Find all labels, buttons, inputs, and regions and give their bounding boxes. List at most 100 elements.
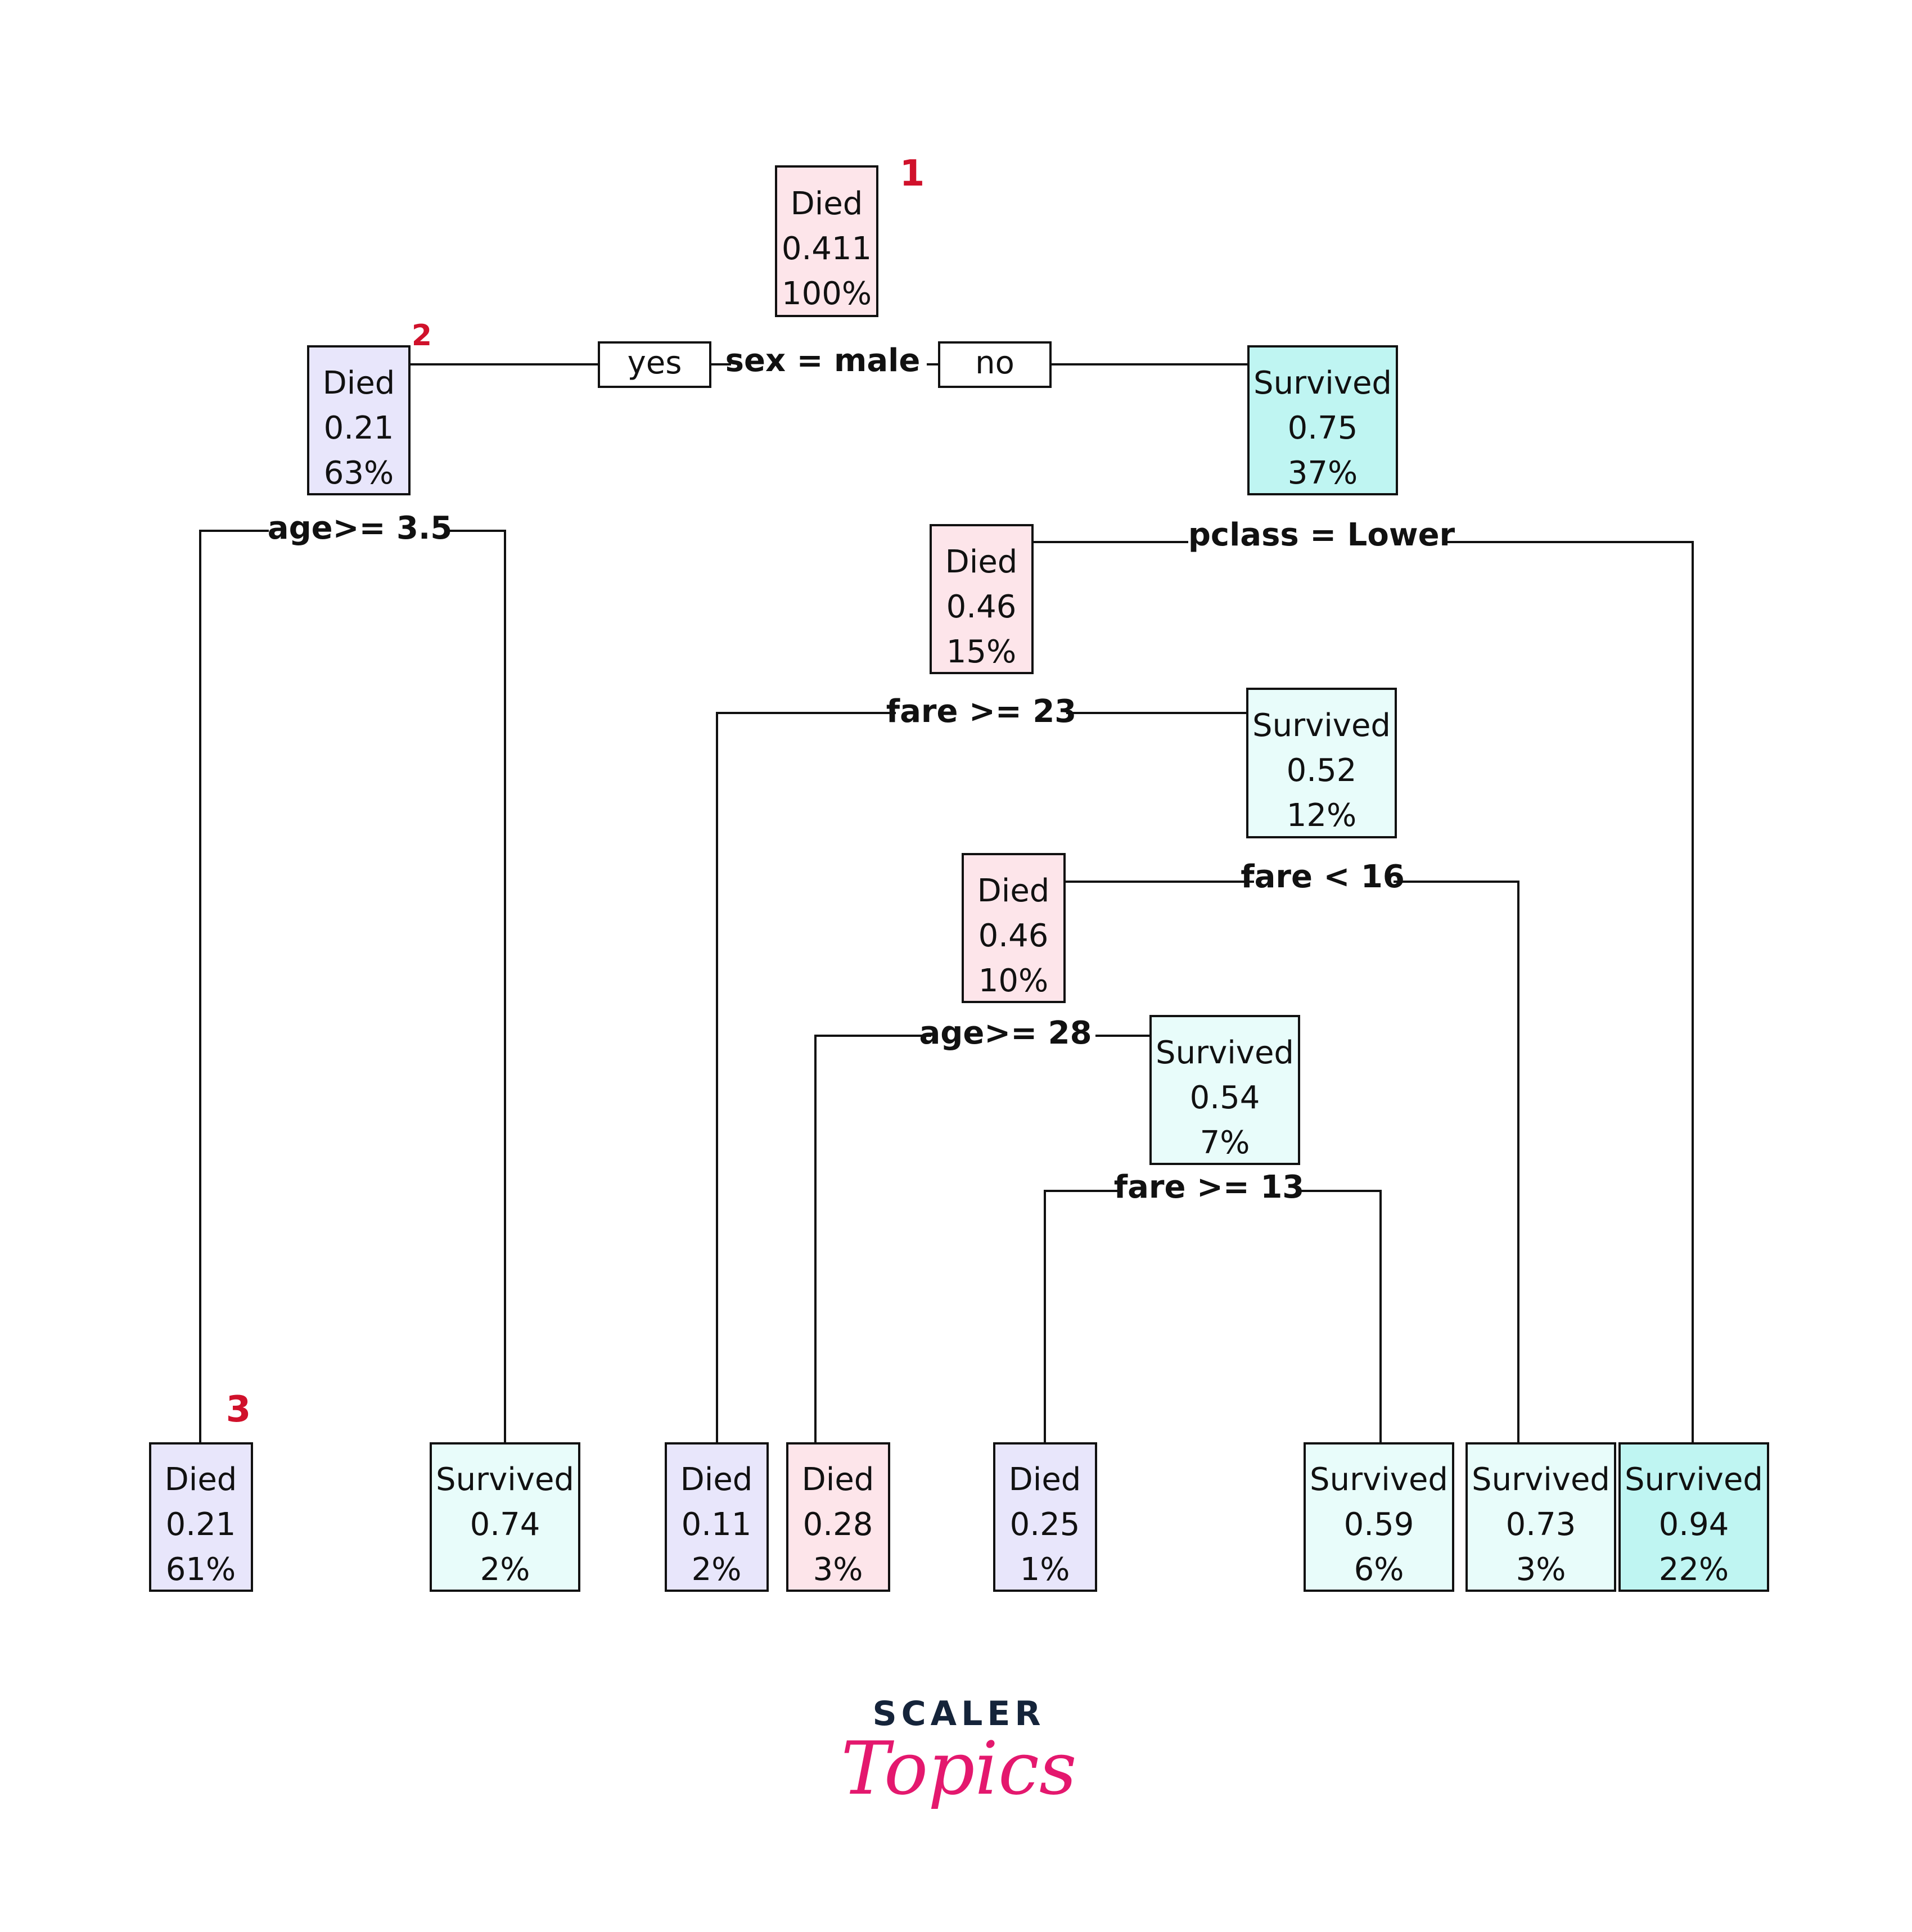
node-class: Died (945, 544, 1018, 580)
tree-node-3: Survived 0.75 37% (1247, 345, 1398, 495)
edge-age35-right (448, 530, 506, 1443)
leaf-probability: 0.94 (1659, 1506, 1729, 1543)
node-class: Died (323, 365, 395, 401)
node-class: Survived (1252, 707, 1391, 744)
split-label-sex: sex = male (725, 342, 921, 379)
tree-leaf-8: Survived 0.94 22% (1618, 1442, 1769, 1592)
leaf-class: Survived (436, 1461, 574, 1498)
tree-leaf-2: Survived 0.74 2% (430, 1442, 580, 1592)
node-box (1149, 1015, 1300, 1165)
edge-pclass-right (1447, 541, 1694, 1443)
node-box (930, 524, 1034, 674)
node-percent: 100% (782, 276, 872, 312)
node-percent: 7% (1200, 1125, 1250, 1161)
leaf-percent: 2% (692, 1551, 742, 1588)
branch-labels: yes no (598, 341, 1052, 388)
node-box (1247, 345, 1398, 495)
node-box (1246, 688, 1397, 838)
leaf-box (1304, 1442, 1454, 1592)
tree-leaf-3: Died 0.11 2% (665, 1442, 769, 1592)
leaf-class: Died (1009, 1461, 1081, 1498)
no-branch-box (938, 341, 1052, 388)
split-label-fare13: fare >= 13 (1114, 1169, 1305, 1206)
leaf-probability: 0.25 (1010, 1506, 1080, 1543)
leaf-probability: 0.59 (1344, 1506, 1414, 1543)
leaf-percent: 61% (166, 1551, 236, 1588)
edge-fare16-right (1394, 881, 1519, 1443)
node-class: Survived (1253, 365, 1392, 401)
leaf-percent: 6% (1354, 1551, 1404, 1588)
tree-leaf-7: Survived 0.73 3% (1465, 1442, 1616, 1592)
leaf-box (665, 1442, 769, 1592)
node-percent: 10% (978, 963, 1048, 999)
node-percent: 12% (1287, 797, 1356, 834)
leaf-percent: 3% (1516, 1551, 1566, 1588)
node-box (775, 165, 878, 317)
leaf-probability: 0.21 (166, 1506, 236, 1543)
edge-fare13-right (1300, 1190, 1382, 1443)
no-branch-label: no (975, 345, 1014, 381)
split-label-age28: age>= 28 (919, 1015, 1092, 1051)
marker-1: 1 (900, 153, 925, 195)
node-percent: 15% (946, 634, 1016, 670)
yes-branch-label: yes (628, 345, 682, 381)
tree-leaf-6: Survived 0.59 6% (1304, 1442, 1454, 1592)
split-label-fare16: fare < 16 (1241, 859, 1405, 895)
leaf-probability: 0.11 (682, 1506, 752, 1543)
tree-node-root: Died 0.411 100% (775, 165, 878, 317)
leaf-percent: 2% (480, 1551, 530, 1588)
leaf-class: Died (802, 1461, 874, 1498)
node-box (962, 853, 1066, 1003)
tree-leaf-4: Died 0.28 3% (786, 1442, 890, 1592)
edge-fare13-left (1044, 1190, 1120, 1443)
node-probability: 0.52 (1287, 752, 1357, 789)
edge-age35-left (199, 530, 269, 1443)
edge-fare23-left (716, 712, 896, 1443)
tree-leaf-5: Died 0.25 1% (993, 1442, 1097, 1592)
tree-node-6: Died 0.46 15% (930, 524, 1034, 674)
node-class: Died (791, 186, 863, 222)
leaf-class: Died (680, 1461, 753, 1498)
node-probability: 0.21 (324, 410, 394, 446)
split-label-fare23: fare >= 23 (886, 693, 1077, 730)
scaler-topics-logo: SCALER Topics (841, 1694, 1076, 1811)
split-label-age35: age>= 3.5 (268, 510, 452, 547)
leaf-probability: 0.73 (1506, 1506, 1576, 1543)
marker-3: 3 (226, 1389, 251, 1430)
logo-wordmark: SCALER (872, 1694, 1045, 1734)
leaf-class: Survived (1625, 1461, 1763, 1498)
node-probability: 0.46 (978, 918, 1049, 954)
leaf-percent: 1% (1020, 1551, 1070, 1588)
leaf-box (1465, 1442, 1616, 1592)
yes-branch-box (598, 341, 711, 388)
node-box (307, 345, 411, 495)
leaf-box (430, 1442, 580, 1592)
tree-node-53: Survived 0.54 7% (1149, 1015, 1300, 1165)
node-probability: 0.46 (946, 589, 1017, 625)
split-label-pclass: pclass = Lower (1188, 517, 1455, 553)
leaf-box (149, 1442, 253, 1592)
edge-age28-left (814, 1035, 931, 1443)
marker-2: 2 (412, 319, 432, 353)
leaf-probability: 0.28 (803, 1506, 873, 1543)
leaf-box (1618, 1442, 1769, 1592)
leaf-probability: 0.74 (470, 1506, 540, 1543)
tree-node-2: Died 0.21 63% (307, 345, 411, 495)
tree-node-13: Survived 0.52 12% (1246, 688, 1397, 838)
tree-edges (199, 363, 1694, 1443)
leaf-percent: 22% (1659, 1551, 1729, 1588)
node-probability: 0.54 (1190, 1080, 1260, 1116)
logo-script: Topics (841, 1726, 1076, 1811)
node-percent: 63% (324, 455, 394, 491)
leaf-percent: 3% (813, 1551, 863, 1588)
leaf-class: Died (165, 1461, 237, 1498)
leaf-box (993, 1442, 1097, 1592)
leaf-class: Survived (1472, 1461, 1610, 1498)
step-markers: 1 2 3 (226, 153, 925, 1430)
tree-nodes: Died 0.411 100% Died 0.21 63% Survived 0… (149, 165, 1769, 1592)
split-labels: sex = male age>= 3.5 pclass = Lower fare… (268, 342, 1455, 1206)
node-class: Survived (1156, 1035, 1294, 1071)
leaf-class: Survived (1310, 1461, 1448, 1498)
